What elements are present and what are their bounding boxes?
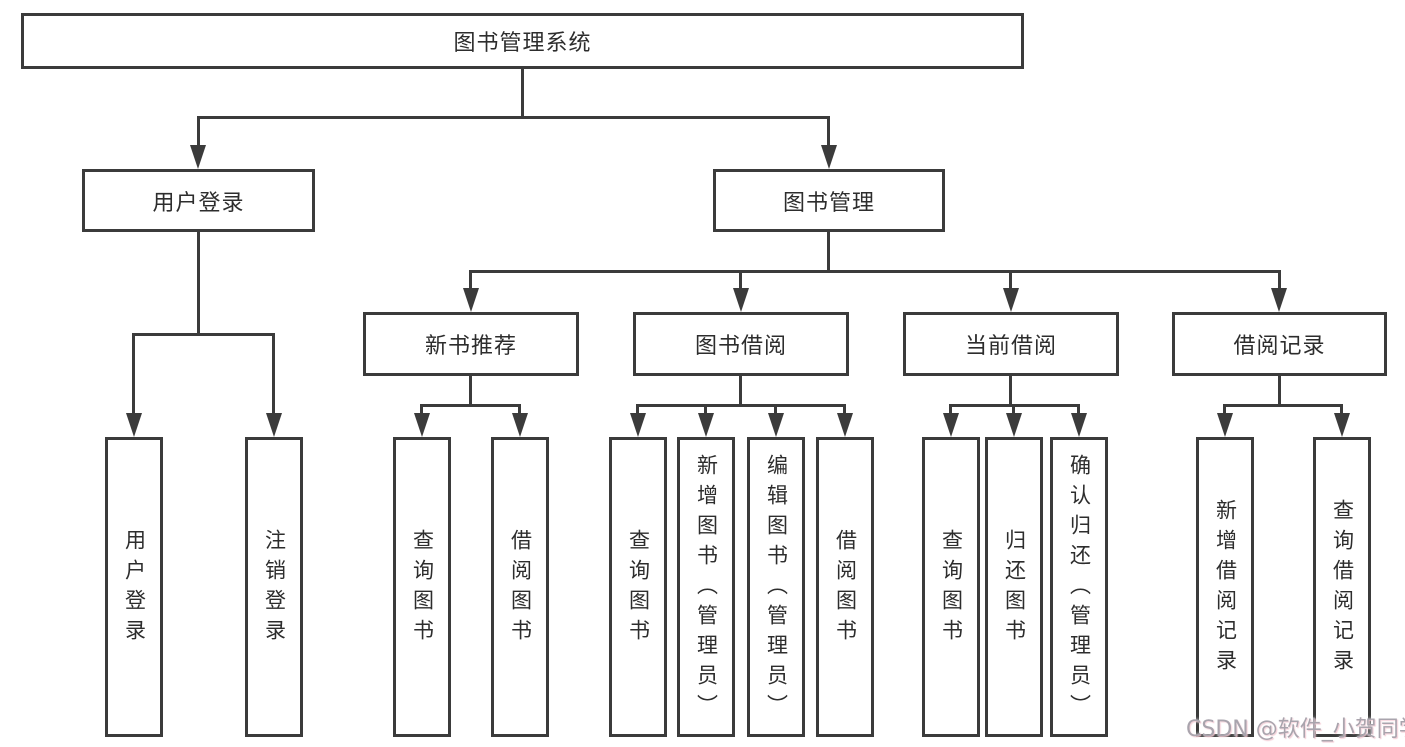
connector-drop [843, 404, 846, 416]
leaf-return-books: 归还图书 [985, 437, 1043, 737]
leaf-query-books: 查询图书 [922, 437, 980, 737]
node-current-borrowing: 当前借阅 [903, 312, 1119, 376]
connector-drop [774, 404, 777, 416]
arrow-down-icon [1003, 288, 1019, 312]
arrow-down-icon [1271, 288, 1287, 312]
connector-drop [272, 333, 275, 417]
leaf-borrow-books: 借阅图书 [491, 437, 549, 737]
connector-drop [469, 270, 472, 291]
connector-drop [1009, 270, 1012, 291]
connector-drop [1278, 270, 1281, 291]
connector-drop [420, 404, 423, 416]
arrow-down-icon [126, 413, 142, 437]
node-user-login: 用户登录 [82, 169, 315, 232]
connector-level3-bar [469, 270, 1281, 273]
arrow-down-icon [190, 145, 206, 169]
leaf-borrow-books: 借阅图书 [816, 437, 874, 737]
connector-drop [636, 404, 639, 416]
leaf-logout: 注销登录 [245, 437, 303, 737]
connector-drop [827, 116, 830, 149]
leaf-confirm-return-admin: 确认归还（管理员） [1050, 437, 1108, 737]
arrow-down-icon [837, 413, 853, 437]
connector-drop [739, 270, 742, 291]
arrow-down-icon [733, 288, 749, 312]
arrow-down-icon [630, 413, 646, 437]
leaf-user-login: 用户登录 [105, 437, 163, 737]
arrow-down-icon [698, 413, 714, 437]
connector-bar [420, 404, 520, 407]
arrow-down-icon [266, 413, 282, 437]
connector-drop [1077, 404, 1080, 416]
arrow-down-icon [463, 288, 479, 312]
node-book-borrowing: 图书借阅 [633, 312, 849, 376]
connector-root-stem [521, 66, 524, 119]
leaf-add-borrow-record: 新增借阅记录 [1196, 437, 1254, 737]
connector-user-login-bar [132, 333, 274, 336]
node-book-management: 图书管理 [713, 169, 945, 232]
leaf-query-books: 查询图书 [393, 437, 451, 737]
arrow-down-icon [768, 413, 784, 437]
arrow-down-icon [1071, 413, 1087, 437]
arrow-down-icon [512, 413, 528, 437]
connector-bar [636, 404, 845, 407]
arrow-down-icon [943, 413, 959, 437]
connector-user-login-stem [197, 230, 200, 336]
leaf-query-borrow-record: 查询借阅记录 [1313, 437, 1371, 737]
leaf-add-books-admin: 新增图书（管理员） [677, 437, 735, 737]
connector-drop [518, 404, 521, 416]
csdn-watermark: CSDN @软件_小贺同学 [1186, 717, 1405, 742]
connector-drop [704, 404, 707, 416]
arrow-down-icon [414, 413, 430, 437]
connector-drop [1340, 404, 1343, 416]
node-borrowing-records: 借阅记录 [1172, 312, 1387, 376]
connector-drop [1223, 404, 1226, 416]
arrow-down-icon [1217, 413, 1233, 437]
connector-drop [949, 404, 952, 416]
connector-drop [197, 116, 200, 149]
leaf-edit-books-admin: 编辑图书（管理员） [747, 437, 805, 737]
connector-stem [1009, 374, 1012, 407]
leaf-query-books: 查询图书 [609, 437, 667, 737]
connector-book-mgmt-stem [827, 230, 830, 273]
connector-stem [1278, 374, 1281, 407]
connector-drop [1012, 404, 1015, 416]
arrow-down-icon [1334, 413, 1350, 437]
arrow-down-icon [821, 145, 837, 169]
connector-stem [739, 374, 742, 407]
connector-stem [469, 374, 472, 407]
node-library-management-system: 图书管理系统 [21, 13, 1024, 69]
connector-bar [1223, 404, 1342, 407]
arrow-down-icon [1006, 413, 1022, 437]
node-new-book-recommendation: 新书推荐 [363, 312, 579, 376]
connector-level2-bar [197, 116, 830, 119]
connector-drop [132, 333, 135, 417]
